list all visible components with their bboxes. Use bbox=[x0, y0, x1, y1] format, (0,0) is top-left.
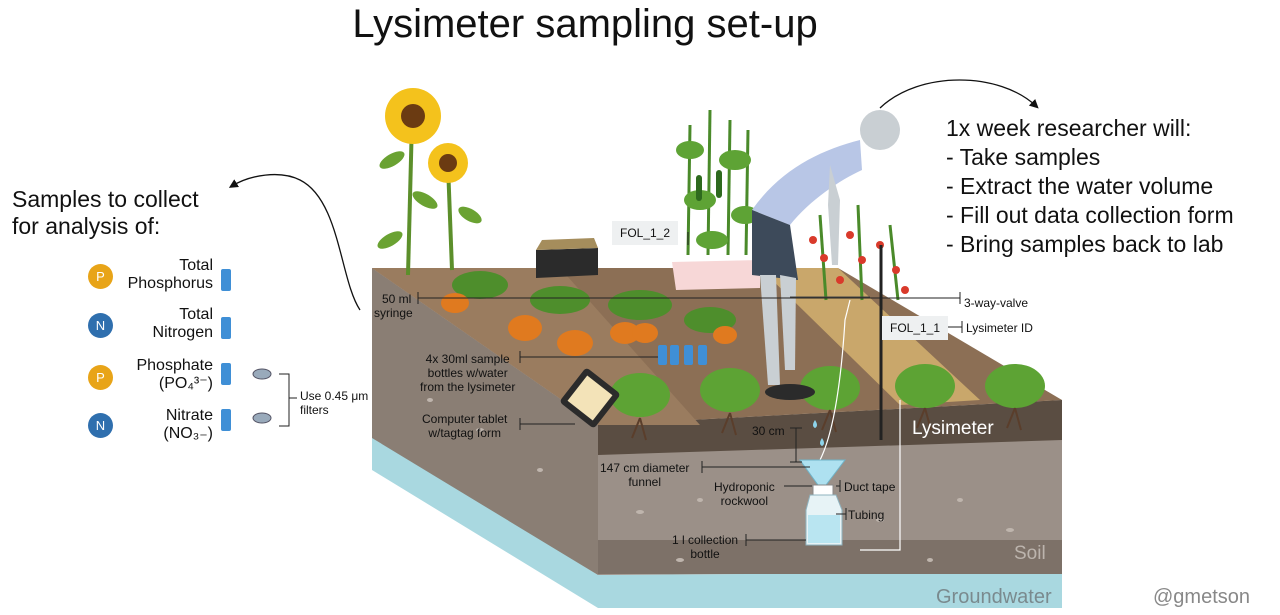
page-title: Lysimeter sampling set-up bbox=[352, 2, 818, 46]
credit-text: @gmetson bbox=[1153, 586, 1251, 608]
lysimeter-id-label: Lysimeter ID bbox=[966, 321, 1033, 335]
researcher-tasks: 1x week researcher will: - Take samples … bbox=[946, 115, 1234, 257]
arrow-to-samples bbox=[228, 174, 361, 311]
tubing-label: Tubing bbox=[848, 508, 885, 522]
groundwater-label: Groundwater bbox=[936, 586, 1052, 608]
groundwater-layer bbox=[372, 435, 1062, 608]
researcher-figure bbox=[752, 110, 900, 400]
arrow-to-tasks bbox=[879, 79, 1039, 109]
soil-label: Soil bbox=[1014, 543, 1046, 564]
valve-label: 3-way-valve bbox=[964, 296, 1029, 310]
lysimeter-label: Lysimeter bbox=[912, 418, 994, 439]
filter-icon bbox=[252, 368, 272, 424]
soil-block-left bbox=[372, 268, 598, 575]
sample-label: Nitrate(NO₃₋) bbox=[163, 407, 213, 442]
fol11-tag: FOL_1_1 bbox=[882, 316, 949, 340]
fol12-tag: FOL_1_2 bbox=[612, 221, 679, 245]
depth-label: 30 cm bbox=[752, 424, 785, 438]
sample-label: Phosphate(PO₄³⁻) bbox=[136, 357, 213, 392]
phosphorus-badge: P bbox=[88, 264, 113, 289]
nitrogen-badge: N bbox=[88, 313, 113, 338]
phosphorus-badge: P bbox=[88, 365, 113, 390]
vial-icon bbox=[221, 269, 231, 431]
nitrogen-badge: N bbox=[88, 413, 113, 438]
samples-heading: Samples to collect for analysis of: bbox=[12, 186, 199, 239]
duct-tape-label: Duct tape bbox=[844, 480, 896, 494]
